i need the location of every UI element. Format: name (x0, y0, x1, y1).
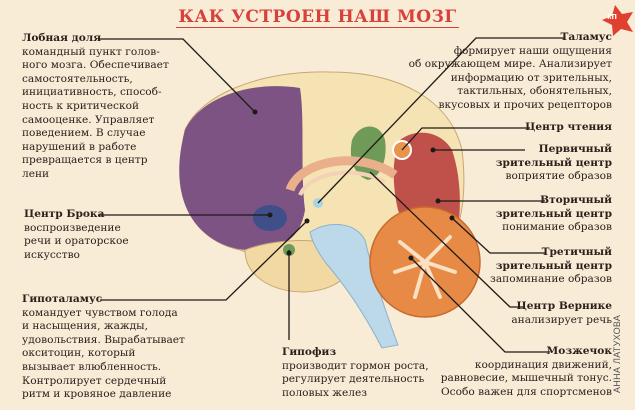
leader-dots (252, 109, 455, 261)
logo: кп (607, 11, 617, 21)
broca-area (253, 205, 287, 231)
wernicke-label: Центр Вернике анализирует речь (511, 300, 612, 326)
cerebellum-label: Мозжечок координация движений,равновесие… (440, 345, 612, 398)
hypophysis-label: Гипофиз производит гормон роста,регулиру… (282, 346, 429, 399)
author-credit: АННА ЛАТУХОВА (612, 314, 622, 393)
corpus-callosum (285, 156, 398, 192)
logo-star (602, 5, 633, 36)
reading-center-label: Центр чтения (525, 121, 612, 133)
brainstem (309, 223, 399, 349)
leader-lines (98, 37, 565, 353)
page-title: КАК УСТРОЕН НАШ МОЗГ (176, 7, 459, 28)
frontal-lobe-label: Лобная доля командный пункт голов-ного м… (22, 32, 169, 180)
